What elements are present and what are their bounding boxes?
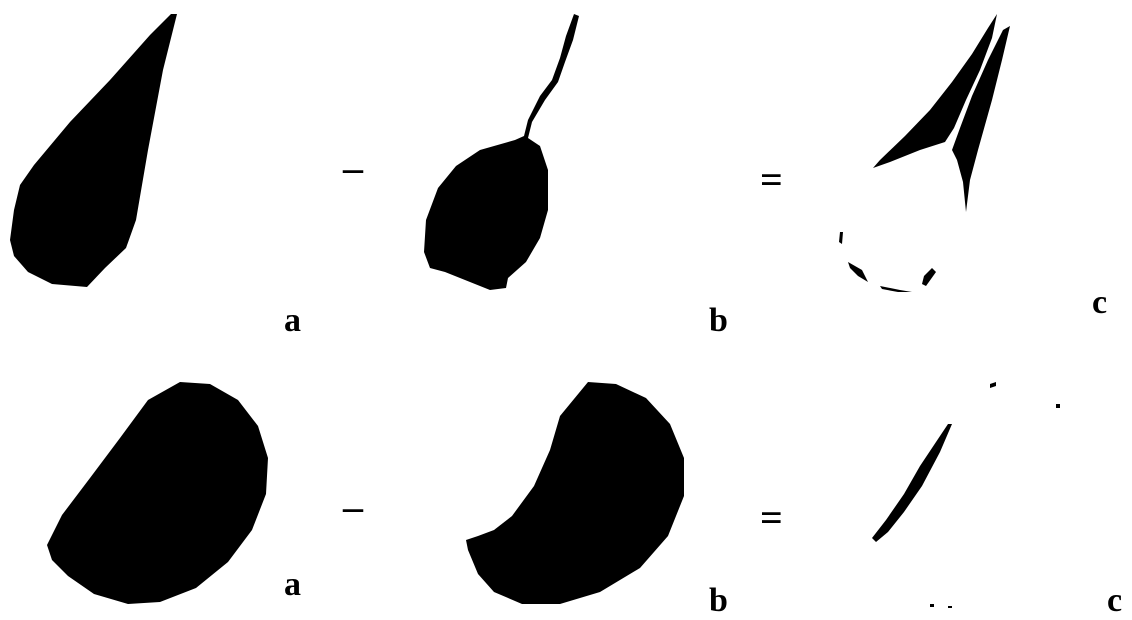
row1-shape-c-fragment	[839, 232, 843, 244]
row1-minus-sign: –	[343, 148, 363, 188]
row2-label-b: b	[709, 584, 728, 618]
row2-label-a: a	[284, 568, 301, 602]
row2-shape-a	[47, 382, 268, 604]
row2-shape-c-speck	[930, 604, 934, 607]
row1-label-b: b	[709, 304, 728, 338]
row1-label-c: c	[1092, 286, 1107, 320]
row1-equals-sign: =	[760, 160, 783, 200]
row1-shape-c-fragment	[922, 268, 936, 286]
row2-shape-c-speck	[948, 606, 952, 608]
row1-shape-c-fragment	[848, 262, 868, 282]
row1-shape-b	[424, 14, 579, 290]
row2-shape-c-sliver	[872, 424, 952, 542]
row1-shape-c-fragment	[880, 286, 912, 292]
row2-shape-c-speck	[990, 382, 996, 388]
row2-label-c: c	[1107, 584, 1122, 618]
row1-shape-a	[10, 14, 177, 287]
row2-shape-c-speck	[1056, 404, 1060, 408]
row2-minus-sign: –	[343, 487, 363, 527]
row2-equals-sign: =	[760, 498, 783, 538]
row1-label-a: a	[284, 304, 301, 338]
row2-shape-b	[466, 382, 684, 604]
